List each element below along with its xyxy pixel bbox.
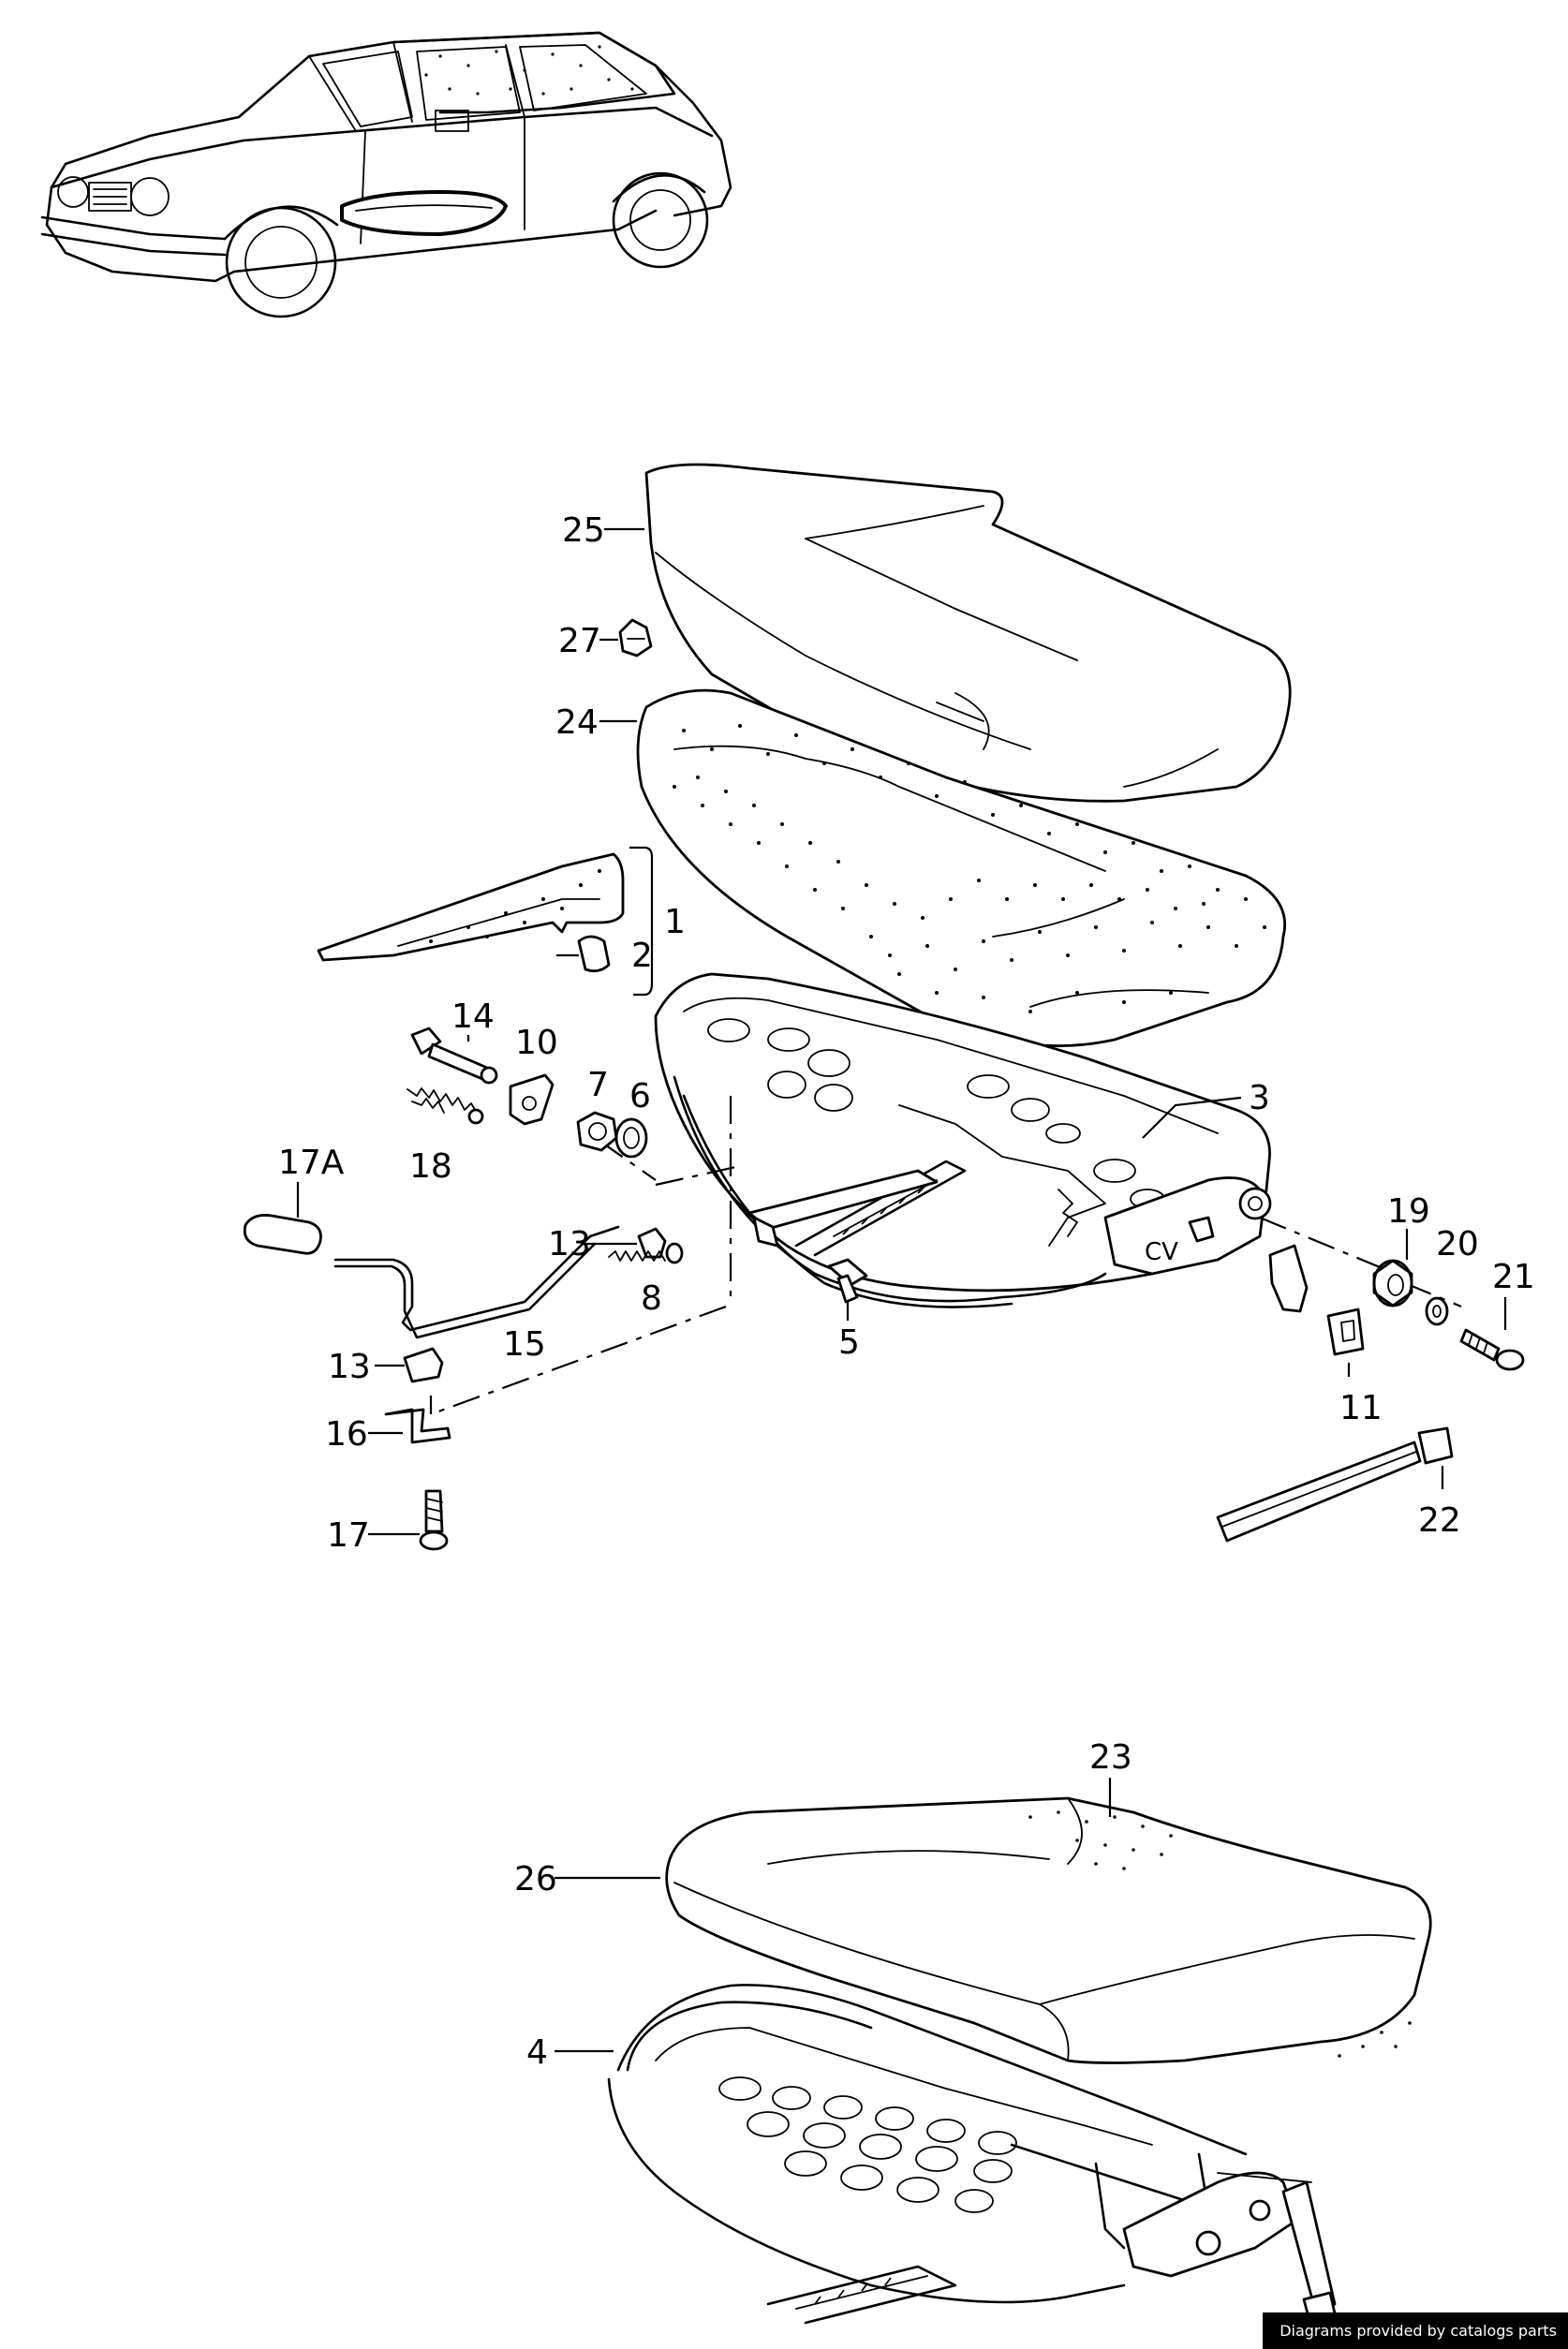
backrest-frame: CV	[654, 972, 1272, 1308]
callout-5: 5	[838, 1323, 860, 1362]
callout-27: 27	[558, 622, 601, 660]
callout-21: 21	[1492, 1258, 1535, 1296]
callout-8: 8	[641, 1279, 662, 1318]
handle-part	[243, 1214, 322, 1255]
car-location-thumbnail	[40, 31, 732, 318]
nut-part	[576, 1111, 618, 1152]
callout-22: 22	[1418, 1501, 1461, 1540]
callout-2: 2	[631, 937, 653, 975]
group-bracket	[629, 846, 654, 997]
washer-part	[1425, 1296, 1449, 1326]
callout-26: 26	[514, 1860, 557, 1898]
callout-4: 4	[526, 2033, 548, 2072]
callout-23: 23	[1089, 1738, 1132, 1777]
clip-upper-part	[637, 1227, 667, 1259]
ring-part	[614, 1117, 648, 1159]
callout-17: 17	[327, 1516, 370, 1555]
callout-15: 15	[503, 1325, 546, 1364]
callout-19: 19	[1387, 1192, 1430, 1231]
callout-14: 14	[451, 997, 495, 1036]
callout-17A: 17A	[278, 1144, 345, 1182]
trim-strip-part	[1216, 1426, 1454, 1543]
callout-13-upper: 13	[548, 1225, 591, 1263]
screw-part	[419, 1489, 449, 1551]
release-rod	[333, 1225, 620, 1339]
callout-11: 11	[1339, 1389, 1383, 1427]
clip-right-part	[1326, 1307, 1365, 1356]
seat-frame	[607, 1984, 1337, 2325]
bushing-part	[1372, 1259, 1413, 1307]
bolt-right-part	[1459, 1328, 1525, 1371]
side-bracket-part	[1268, 1244, 1309, 1313]
diagram-credit-footer: Diagrams provided by catalogs parts	[1263, 2312, 1568, 2349]
bolt-part	[827, 1258, 868, 1304]
padding-dots	[673, 724, 1266, 1013]
clip-lower-part	[403, 1347, 444, 1383]
callout-16: 16	[325, 1415, 368, 1454]
backrest-padding	[636, 688, 1286, 1048]
pin-part	[410, 1027, 498, 1085]
callout-10: 10	[515, 1024, 558, 1062]
clip-part	[618, 618, 653, 657]
seat-cushion	[665, 1796, 1432, 2064]
callout-6: 6	[629, 1077, 651, 1115]
callout-3: 3	[1249, 1079, 1270, 1117]
spring-small-part	[608, 1242, 684, 1264]
callout-18: 18	[409, 1147, 452, 1186]
backrest-cover	[644, 463, 1292, 803]
svg-text:CV: CV	[1145, 1238, 1178, 1266]
callout-20: 20	[1436, 1225, 1479, 1263]
callout-1: 1	[664, 903, 686, 941]
seat-rail-left	[747, 1169, 939, 1248]
callout-25: 25	[562, 511, 605, 550]
side-trim-panel	[317, 852, 625, 962]
mount-bracket-part	[384, 1408, 451, 1444]
callout-13-lower: 13	[328, 1348, 371, 1386]
callout-labels: 25 27 24 1 2 3 14 10 7 6 18 17A 13 8 15 …	[278, 511, 1535, 2072]
callout-24: 24	[555, 703, 599, 742]
bracket-part	[509, 1073, 555, 1126]
callout-7: 7	[587, 1066, 609, 1104]
spring-part	[407, 1087, 484, 1125]
leader-lines	[296, 527, 1507, 2053]
trim-cap-part	[577, 935, 611, 973]
